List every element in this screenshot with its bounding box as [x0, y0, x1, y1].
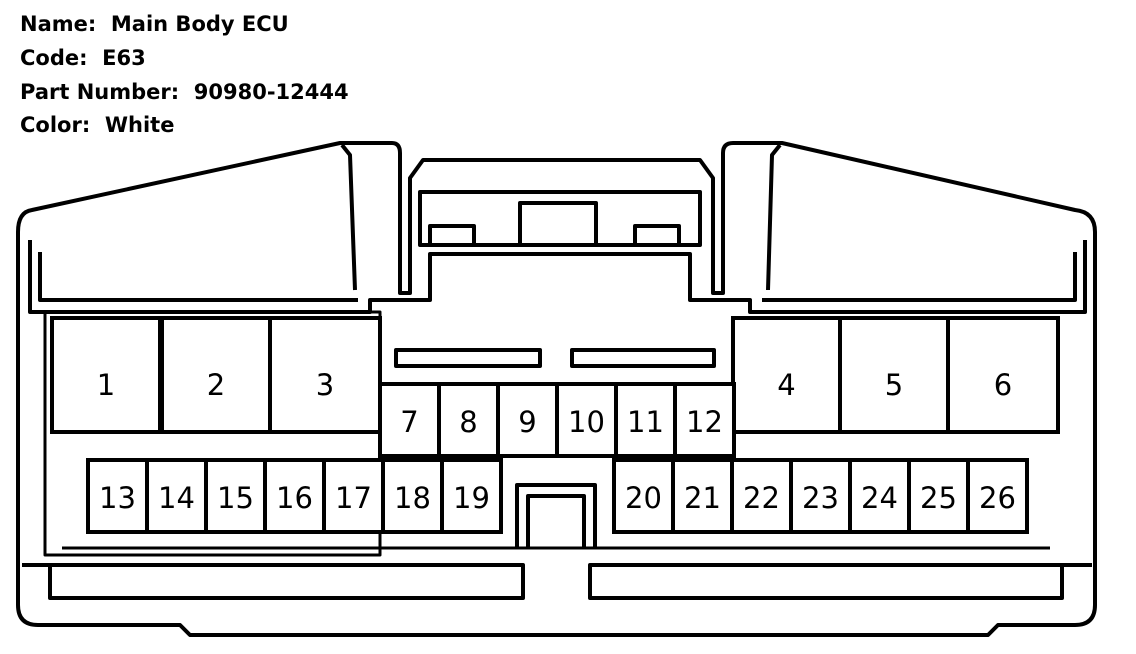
connector-color: Color: White [20, 115, 174, 136]
part-value: 90980-12444 [193, 80, 349, 104]
pin-cavity-3 [268, 316, 382, 434]
pin-cavity-19 [440, 458, 503, 534]
pin-label-4: 4 [777, 368, 795, 402]
connector-code: Code: E63 [20, 48, 146, 69]
pin-cavity-1 [50, 316, 162, 434]
pin-label-10: 10 [568, 405, 605, 439]
code-label: Code: [20, 46, 88, 70]
color-label: Color: [20, 113, 91, 137]
pin-cavity-23 [789, 458, 852, 534]
pin-label-5: 5 [885, 368, 903, 402]
pin-cavity-25 [907, 458, 970, 534]
connector-part-number: Part Number: 90980-12444 [20, 82, 349, 103]
pin-label-15: 15 [217, 481, 254, 515]
pin-label-12: 12 [686, 405, 723, 439]
pin-label-18: 18 [394, 481, 431, 515]
pin-cavity-18 [381, 458, 444, 534]
part-label: Part Number: [20, 80, 180, 104]
pin-label-2: 2 [207, 368, 225, 402]
color-value: White [104, 113, 175, 137]
pin-label-9: 9 [518, 405, 536, 439]
pin-cavity-11 [614, 382, 677, 458]
pin-cavity-4 [731, 316, 842, 434]
pin-label-23: 23 [802, 481, 839, 515]
pin-label-8: 8 [459, 405, 477, 439]
pin-label-25: 25 [920, 481, 957, 515]
pin-label-13: 13 [99, 481, 136, 515]
pin-label-19: 19 [453, 481, 490, 515]
pin-label-1: 1 [97, 368, 115, 402]
pin-cavity-7 [378, 382, 441, 458]
pin-cavity-26 [966, 458, 1029, 534]
pin-label-7: 7 [400, 405, 418, 439]
pin-label-3: 3 [316, 368, 334, 402]
pin-label-14: 14 [158, 481, 195, 515]
pin-cavity-5 [838, 316, 950, 434]
code-value: E63 [102, 46, 146, 70]
pin-label-16: 16 [276, 481, 313, 515]
pin-cavity-20 [612, 458, 675, 534]
name-value: Main Body ECU [110, 12, 289, 36]
connector-housing [16, 141, 1097, 637]
pin-cavity-12 [673, 382, 736, 458]
pin-cavity-6 [946, 316, 1060, 434]
connector-name: Name: Main Body ECU [20, 14, 289, 35]
pin-cavity-10 [555, 382, 618, 458]
pin-label-22: 22 [743, 481, 780, 515]
name-label: Name: [20, 12, 97, 36]
pin-label-24: 24 [861, 481, 898, 515]
pin-label-11: 11 [627, 405, 664, 439]
pin-label-21: 21 [684, 481, 721, 515]
pin-label-17: 17 [335, 481, 372, 515]
pin-cavity-8 [437, 382, 500, 458]
pin-label-26: 26 [979, 481, 1016, 515]
pin-label-20: 20 [625, 481, 662, 515]
pin-label-6: 6 [994, 368, 1012, 402]
pin-cavity-9 [496, 382, 559, 458]
